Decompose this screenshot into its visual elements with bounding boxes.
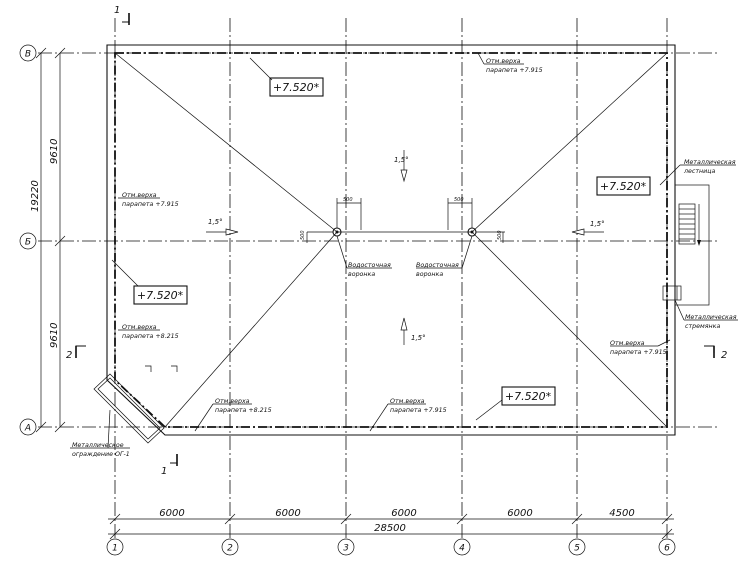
svg-text:парапета +7.915: парапета +7.915 [486,67,543,74]
funnel-offset-dim-1: 500 [343,197,353,203]
slope-arrows: 1,5° 1,5° 1,5° 1,5° [206,150,605,345]
section-mark-top [122,13,130,23]
fence-og1 [93,373,165,444]
dim-bottom-span-5: 4500 [609,508,634,519]
funnel-offset-dim-2: 500 [454,197,464,203]
axis-bubble-4 [453,538,471,556]
slope-arrow-top [400,169,408,183]
dim-left-span-2: 9610 [49,323,60,348]
elevation-left [133,285,188,305]
slope-arrow-right [571,228,585,236]
axis-bubble-v [19,44,37,62]
elevation-right [596,176,651,196]
note-fence: Металлическое [72,442,124,449]
section-mark-left [75,345,86,353]
section-mark-right [704,345,715,353]
stair-ladder: Металлическая лестница Металлическая стр… [659,159,738,330]
svg-text:Б: Б [25,238,31,248]
note-parapet-left-lower: Отм.верха [122,324,157,331]
svg-text:5: 5 [574,544,580,554]
slope-arrow-bottom [400,317,408,331]
funnel-dims: 500 500 500 500 [300,197,505,243]
note-parapet-bottom-left: Отм.верха [215,398,250,405]
dim-bottom-span-1: 6000 [159,508,184,519]
svg-text:парапета +7.915: парапета +7.915 [122,201,179,208]
dim-bottom-total: 28500 [374,523,406,534]
svg-text:парапета +7.915: парапета +7.915 [610,349,667,356]
svg-text:2: 2 [66,350,72,361]
svg-text:парапета +8.215: парапета +8.215 [215,407,272,414]
svg-text:лестница: лестница [683,168,716,175]
svg-text:ограждение ОГ-1: ограждение ОГ-1 [72,451,130,458]
axis-bubble-5 [568,538,586,556]
slope-label-bottom: 1,5° [411,334,426,342]
dim-bottom-span-2: 6000 [275,508,300,519]
svg-text:3: 3 [343,544,349,554]
grid-lines [38,18,718,538]
svg-text:стремянка: стремянка [685,323,720,330]
slope-arrow-left [225,228,239,236]
note-parapet-left-upper: Отм.верха [122,192,157,199]
note-parapet-top-right: Отм.верха [486,58,521,65]
svg-text:+7.520*: +7.520* [600,180,647,193]
svg-text:В: В [25,50,31,60]
svg-text:+7.520*: +7.520* [505,390,552,403]
parapet-inner [114,52,668,428]
note-funnel-left: Водосточная [348,262,391,269]
outer-wall [106,44,676,436]
row-axis-markers: В Б А [19,44,37,436]
dim-bottom-span-3: 6000 [391,508,416,519]
parapet-notes: Отм.верха парапета +7.915 Отм.верха пара… [118,52,671,432]
svg-text:воронка: воронка [348,271,375,278]
elevation-top-center [269,77,324,97]
svg-text:парапета +7.915: парапета +7.915 [390,407,447,414]
svg-text:1: 1 [161,466,167,477]
bottom-dimensions: 6000 6000 6000 6000 4500 28500 [108,508,674,540]
fence-note: Металлическое ограждение ОГ-1 [70,409,130,458]
axis-bubble-3 [337,538,355,556]
left-dimensions: 19220 9610 9610 [30,47,66,433]
svg-text:+7.520*: +7.520* [273,81,320,94]
metal-stair [674,184,710,306]
axis-bubble-2 [221,538,239,556]
slope-label-top: 1,5° [394,156,409,164]
funnel-vert-dim-2: 500 [497,230,503,240]
svg-text:воронка: воронка [416,271,443,278]
note-parapet-right: Отм.верха [610,340,645,347]
axis-bubble-a [19,418,37,436]
note-funnel-right: Водосточная [416,262,459,269]
axis-bubble-1 [106,538,124,556]
section-mark-bottom [170,454,178,464]
dim-left-total: 19220 [30,180,41,212]
metal-ladder [662,285,682,301]
slope-label-right: 1,5° [590,220,605,228]
svg-text:2: 2 [721,350,727,361]
funnel-vert-dim-1: 500 [300,230,306,240]
note-parapet-bottom-center: Отм.верха [390,398,425,405]
building-outline [93,44,676,444]
elevation-markers: +7.520* +7.520* +7.520* +7.520* [111,57,651,421]
svg-text:4: 4 [459,544,465,554]
svg-text:2: 2 [227,544,233,554]
svg-text:1: 1 [112,544,118,554]
elevation-bottom-right [501,386,556,406]
section-marks: 1 1 2 2 [66,5,727,477]
svg-text:+7.520*: +7.520* [137,289,184,302]
column-axis-markers: 1 2 3 4 5 6 [106,538,676,556]
dim-left-span-1: 9610 [49,139,60,164]
svg-text:1: 1 [114,5,120,16]
svg-text:6: 6 [664,544,670,554]
axis-bubble-6 [658,538,676,556]
slope-label-left: 1,5° [208,218,223,226]
svg-text:А: А [24,424,31,434]
roof-slope-lines [114,52,668,428]
note-ladder: Металлическая [685,314,737,321]
axis-bubble-b [19,232,37,250]
funnel-notes: Водосточная воронка Водосточная воронка [336,235,473,278]
dim-bottom-span-4: 6000 [507,508,532,519]
svg-text:парапета +8.215: парапета +8.215 [122,333,179,340]
note-stair: Металлическая [684,159,736,166]
